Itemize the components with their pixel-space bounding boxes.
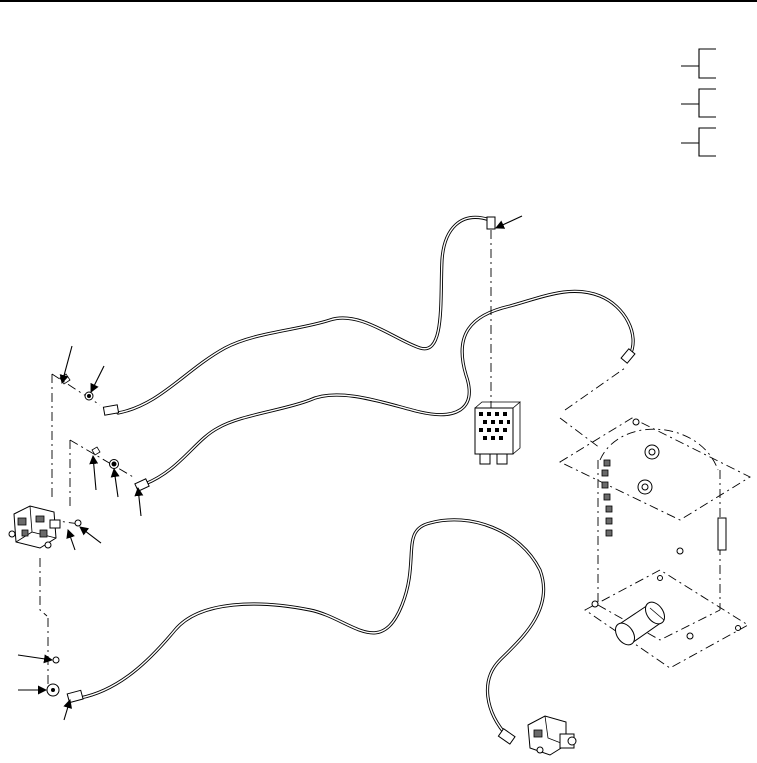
callout-arrow-2 bbox=[90, 365, 105, 393]
callout-arrow-1 bbox=[59, 345, 73, 384]
callout-arrow-3 bbox=[495, 215, 523, 229]
hose-lower bbox=[78, 518, 546, 739]
index-bracket-3 bbox=[681, 127, 716, 157]
hose-upper bbox=[116, 215, 492, 415]
hose-fittings bbox=[66, 216, 636, 745]
callout-arrow-9 bbox=[17, 654, 53, 664]
hose-middle bbox=[143, 289, 635, 486]
callout-arrow-4 bbox=[89, 455, 99, 491]
index-bracket-2 bbox=[681, 88, 716, 118]
callout-arrows bbox=[17, 215, 523, 721]
callout-arrow-6 bbox=[134, 487, 144, 517]
left-fittings bbox=[46, 373, 119, 697]
bottom-valve bbox=[527, 715, 577, 756]
page-header-rule bbox=[0, 0, 757, 2]
callout-arrow-7 bbox=[79, 526, 102, 544]
callout-arrow-11 bbox=[63, 699, 73, 721]
center-manifold bbox=[474, 401, 522, 465]
port-column bbox=[601, 459, 613, 537]
filter-canister bbox=[614, 601, 666, 646]
index-bracket-legend bbox=[681, 48, 716, 157]
tank-assembly bbox=[559, 417, 751, 669]
left-valve-block bbox=[8, 505, 61, 549]
callout-arrow-5 bbox=[110, 468, 120, 498]
index-bracket-1 bbox=[681, 48, 716, 79]
callout-arrow-8 bbox=[66, 529, 76, 551]
